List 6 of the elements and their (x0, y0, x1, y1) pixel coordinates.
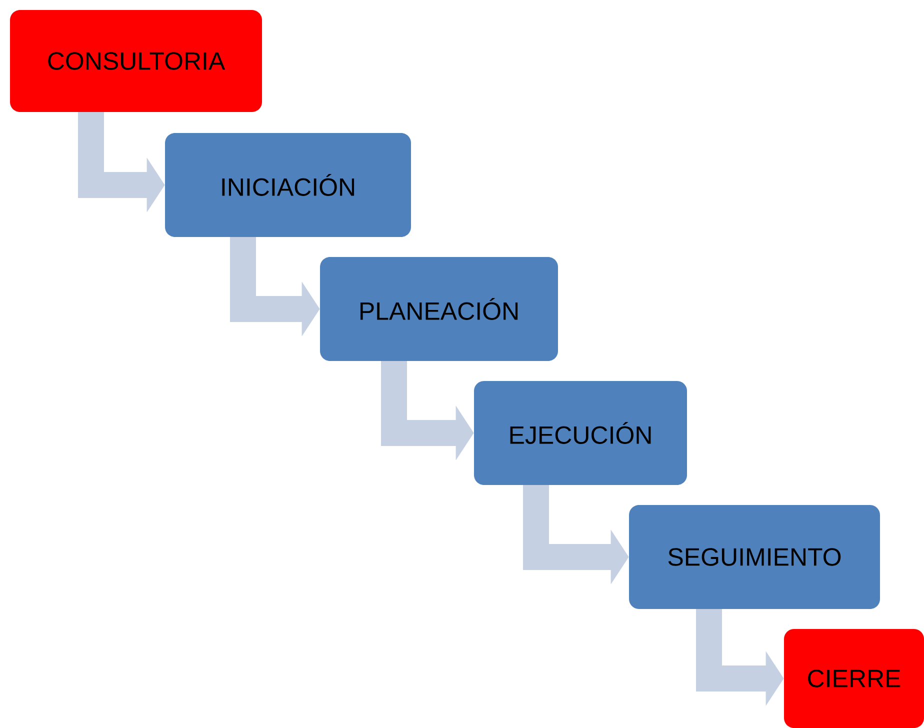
process-box: EJECUCIÓN (474, 381, 687, 485)
process-box: PLANEACIÓN (320, 257, 558, 361)
process-box: INICIACIÓN (165, 133, 411, 237)
process-box: CIERRE (784, 629, 924, 728)
process-box: CONSULTORIA (10, 10, 262, 112)
process-box: SEGUIMIENTO (629, 505, 880, 609)
